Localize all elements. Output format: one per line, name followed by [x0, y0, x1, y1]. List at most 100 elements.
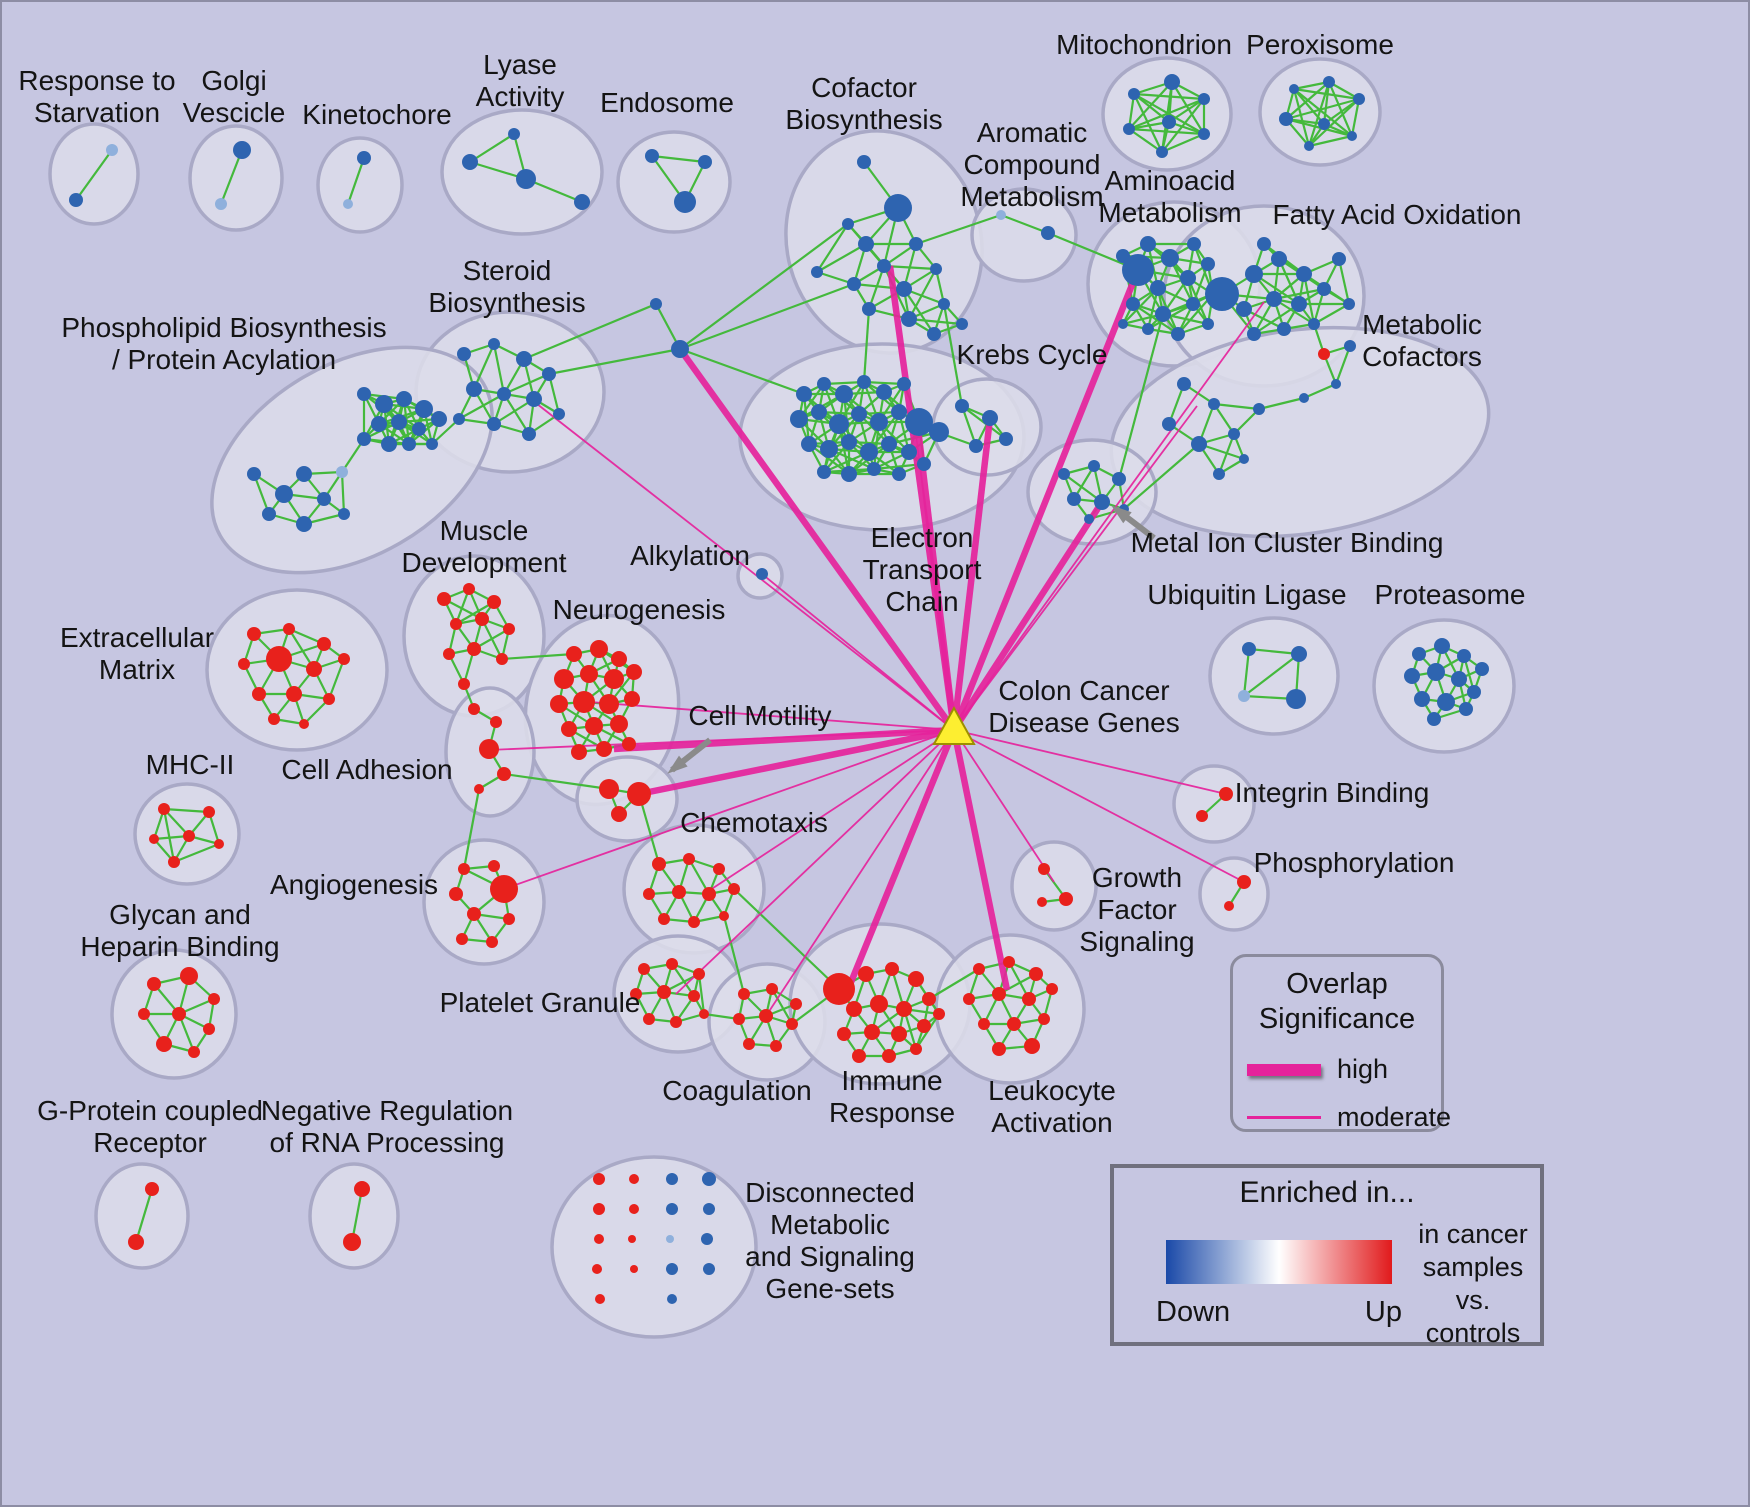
gene-set-node: [882, 1049, 896, 1063]
gene-set-node: [667, 1294, 677, 1304]
gene-set-edge: [492, 343, 506, 395]
cluster-ellipse-golgi-vescicle: [188, 124, 284, 232]
cluster-ellipse-proteasome: [1372, 618, 1516, 754]
cluster-label-endosome: Endosome: [600, 87, 734, 118]
cluster-label-mitochondrion: Mitochondrion: [1056, 29, 1232, 60]
gene-set-edge: [252, 473, 271, 515]
gene-set-node: [963, 993, 975, 1005]
gene-set-node: [1123, 123, 1135, 135]
gene-set-node: [1344, 340, 1356, 352]
gene-set-node: [650, 298, 662, 310]
gene-set-edge: [808, 443, 850, 475]
gene-set-node: [1347, 131, 1357, 141]
gene-set-node: [820, 440, 838, 458]
gene-set-node: [1126, 297, 1140, 311]
gene-set-node: [683, 853, 695, 865]
cluster-label-cell-adhesion: Cell Adhesion: [281, 754, 452, 785]
gene-set-node: [1343, 298, 1355, 310]
gene-set-edge: [1213, 402, 1260, 411]
gene-set-node: [891, 404, 907, 420]
cluster-ellipse-angiogenesis: [422, 838, 546, 966]
gene-set-node: [858, 966, 874, 982]
cluster-ellipse-phosphorylation: [1198, 856, 1270, 932]
gene-set-node: [666, 1203, 678, 1215]
pointer-arrowhead: [667, 755, 688, 774]
legend-overlap-title: Overlap Significance: [1233, 967, 1441, 1037]
cluster-label-fatty-acid-oxidation: Fatty Acid Oxidation: [1272, 199, 1521, 230]
cluster-ellipse-extracellular-matrix: [205, 588, 389, 752]
gene-set-node: [474, 784, 484, 794]
gene-set-edge: [1337, 258, 1351, 305]
gene-set-node: [503, 913, 515, 925]
gene-set-node: [426, 438, 438, 450]
cluster-label-cell-motility: Cell Motility: [688, 700, 831, 731]
gene-set-edge: [1133, 93, 1170, 123]
gene-set-edge: [472, 343, 496, 390]
gene-set-edge: [327, 658, 346, 700]
gene-set-node: [1003, 956, 1015, 968]
gene-set-node: [702, 887, 716, 901]
cluster-label-mhc-ii: MHC-II: [146, 749, 235, 780]
gene-set-edge: [1248, 647, 1300, 656]
gene-set-node: [168, 856, 180, 868]
inter-cluster-edge: [523, 302, 657, 361]
gene-set-node: [595, 1294, 605, 1304]
gene-set-node: [1196, 810, 1208, 822]
gene-set-node: [1022, 992, 1036, 1006]
gene-set-edge: [771, 988, 793, 1025]
gene-set-edge: [1191, 263, 1210, 305]
inter-cluster-edge: [462, 788, 481, 870]
gene-set-edge: [1213, 403, 1235, 435]
gene-set-node: [1277, 322, 1291, 336]
gradient-wrap: Down Up: [1156, 1239, 1402, 1329]
gene-set-node: [1457, 649, 1471, 663]
gene-set-node: [922, 992, 936, 1006]
gene-set-node: [516, 169, 536, 189]
cluster-label-alkylation: Alkylation: [630, 540, 750, 571]
gene-set-node: [1437, 693, 1455, 711]
gene-set-node: [1041, 226, 1055, 240]
gene-set-node: [1414, 691, 1430, 707]
gene-set-node: [145, 1182, 159, 1196]
gene-set-node: [626, 664, 642, 680]
overlap-edge-moderate: [953, 729, 1245, 883]
gene-set-node: [652, 857, 666, 871]
gene-set-node: [992, 987, 1006, 1001]
gene-set-node: [456, 933, 468, 945]
gene-set-edge: [1258, 396, 1305, 411]
gene-set-node: [275, 485, 293, 503]
overlap-edge-moderate: [953, 729, 1227, 795]
gene-set-edge: [163, 808, 190, 837]
inter-cluster-edge: [679, 282, 855, 351]
gene-set-edge: [816, 243, 867, 273]
gene-set-node: [592, 1264, 602, 1274]
gene-set-edge: [1242, 648, 1251, 697]
overlap-edge-high: [951, 500, 1105, 732]
overlap-edge-moderate: [589, 701, 955, 731]
gene-set-node: [296, 516, 312, 532]
cluster-label-integrin-binding: Integrin Binding: [1235, 777, 1430, 808]
gene-set-node: [1038, 1013, 1050, 1025]
gene-set-node: [910, 1043, 922, 1055]
gene-set-node: [475, 612, 489, 626]
gene-set-node: [1162, 417, 1176, 431]
gene-set-node: [343, 1233, 361, 1251]
gene-set-node: [688, 916, 700, 928]
gene-set-node: [1213, 468, 1225, 480]
gene-set-node: [1247, 327, 1261, 341]
gene-set-node: [468, 703, 480, 715]
gene-set-node: [69, 193, 83, 207]
inter-cluster-edge: [862, 308, 871, 383]
gene-set-node: [909, 237, 923, 251]
cluster-label-krebs-cycle: Krebs Cycle: [957, 339, 1108, 370]
legend-enrichment-body: Down Up in cancer samples vs. controls: [1124, 1218, 1530, 1350]
gene-set-node: [1038, 863, 1050, 875]
gene-set-node: [611, 806, 627, 822]
gene-set-node: [1059, 892, 1073, 906]
gene-set-node: [823, 973, 855, 1005]
gene-set-node: [1084, 514, 1094, 524]
